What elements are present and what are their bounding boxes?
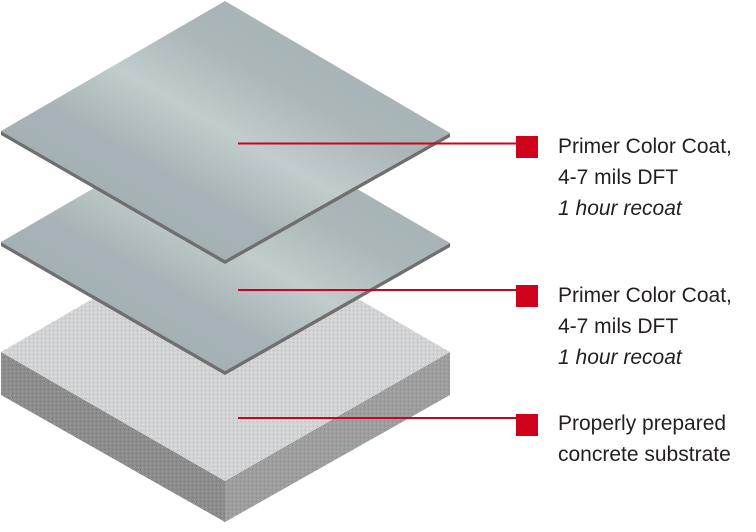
layer-label-2: Primer Color Coat, 4-7 mils DFT 1 hour r… xyxy=(558,280,732,373)
primer-coat-1 xyxy=(1,1,450,264)
marker-square-2 xyxy=(516,285,538,307)
layer-label-3: Properly prepared concrete substrate xyxy=(558,408,731,470)
concrete-side-left xyxy=(1,352,225,522)
marker-square-1 xyxy=(516,136,538,158)
layer-name: Properly prepared xyxy=(558,412,727,435)
layer-spec: concrete substrate xyxy=(558,443,731,466)
layer-spec: 4-7 mils DFT xyxy=(558,166,679,189)
marker-square-3 xyxy=(516,414,538,436)
layer-name: Primer Color Coat, xyxy=(558,284,732,307)
layer-note: 1 hour recoat xyxy=(558,197,682,220)
layer-spec: 4-7 mils DFT xyxy=(558,315,679,338)
layer-name: Primer Color Coat, xyxy=(558,135,732,158)
layer-note: 1 hour recoat xyxy=(558,346,682,369)
concrete-side-right xyxy=(225,352,450,522)
layer-label-1: Primer Color Coat, 4-7 mils DFT 1 hour r… xyxy=(558,131,732,224)
